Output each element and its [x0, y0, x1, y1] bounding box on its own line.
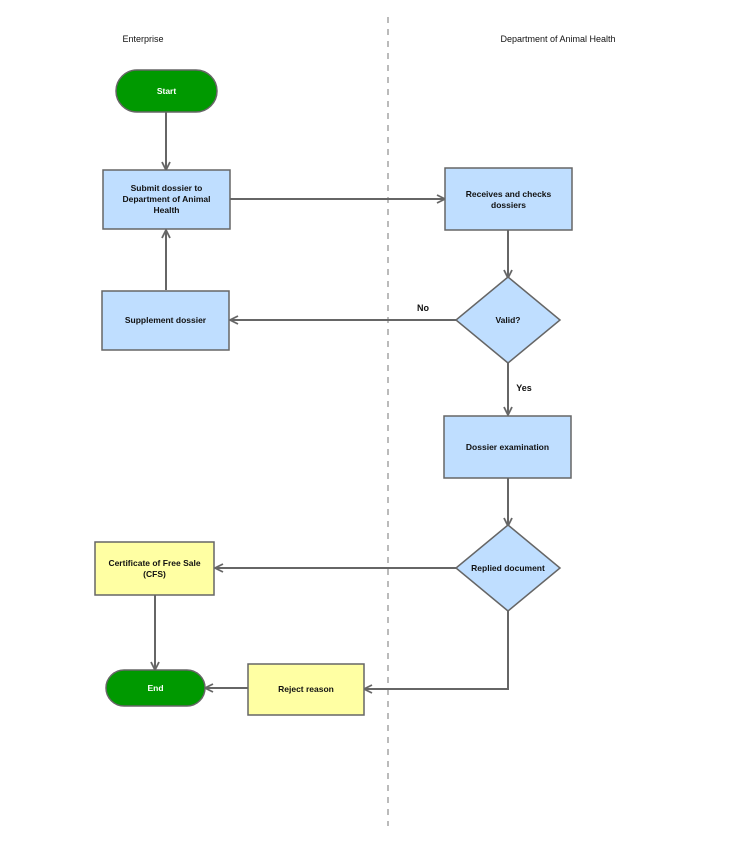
lane-title-department: Department of Animal Health: [500, 34, 615, 44]
valid-decision-label: Valid?: [495, 315, 520, 325]
dossier-examination-box: [443, 415, 572, 479]
start-label: Start: [157, 86, 177, 96]
start-terminal-shape: [115, 69, 218, 113]
receives-checks-node: Receives and checks dossiers: [444, 167, 573, 231]
receives-checks-label-line-1: Receives and checks: [466, 189, 552, 199]
supplement-dossier-node: Supplement dossier: [101, 290, 230, 351]
end-terminal-shape: [105, 669, 206, 707]
submit-dossier-label-line-2: Department of Animal: [122, 194, 210, 204]
dossier-examination-label: Dossier examination: [466, 442, 549, 452]
reject-reason-box: [247, 663, 365, 716]
valid-decision-node: Valid?: [454, 276, 562, 364]
reject-reason-node: Reject reason: [247, 663, 365, 716]
dossier-examination-node: Dossier examination: [443, 415, 572, 479]
edge-label-no: No: [417, 303, 429, 313]
certificate-label-line-2: (CFS): [143, 569, 166, 579]
certificate-box: [94, 541, 215, 596]
submit-dossier-label-line-3: Health: [154, 205, 180, 215]
receives-checks-label-line-2: dossiers: [491, 200, 526, 210]
submit-dossier-box: [102, 169, 231, 230]
end-label: End: [147, 683, 163, 693]
end-node: End: [105, 669, 206, 707]
valid-decision-diamond: [454, 276, 562, 364]
certificate-node: Certificate of Free Sale (CFS): [94, 541, 215, 596]
replied-document-label: Replied document: [471, 563, 545, 573]
lane-title-enterprise: Enterprise: [122, 34, 163, 44]
receives-checks-box: [444, 167, 573, 231]
replied-document-diamond: [454, 524, 562, 612]
submit-dossier-label-line-1: Submit dossier to: [131, 183, 203, 193]
supplement-dossier-box: [101, 290, 230, 351]
edge-replied-to-reject: [364, 611, 509, 689]
reject-reason-label: Reject reason: [278, 684, 334, 694]
start-node: Start: [115, 69, 218, 113]
certificate-label-line-1: Certificate of Free Sale: [108, 558, 200, 568]
supplement-dossier-label: Supplement dossier: [125, 315, 207, 325]
submit-dossier-node: Submit dossier to Department of Animal H…: [102, 169, 231, 230]
replied-document-node: Replied document: [454, 524, 562, 612]
edge-label-yes: Yes: [516, 383, 532, 393]
